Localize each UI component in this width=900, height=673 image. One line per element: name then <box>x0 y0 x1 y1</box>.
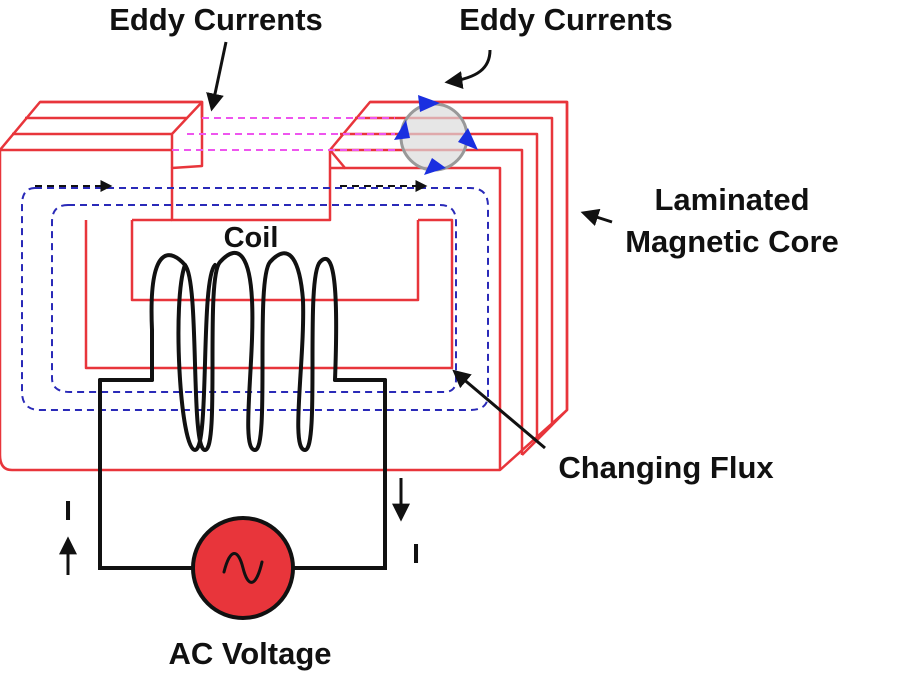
sine-wave-icon <box>222 552 264 584</box>
flux-paths <box>21 187 489 411</box>
laminated-label-line2: Magnetic Core <box>625 224 839 259</box>
changing-flux-label: Changing Flux <box>558 450 774 485</box>
laminated-label-line1: Laminated <box>654 182 809 217</box>
changing-flux-pointer <box>452 369 546 450</box>
coil-label: Coil <box>224 222 279 254</box>
eddy-arrow-icon <box>458 128 478 150</box>
ac-voltage-label: AC Voltage <box>168 636 331 671</box>
coil-winding <box>98 250 387 570</box>
current-arrows <box>59 478 410 575</box>
eddy-right-pointer <box>444 49 492 90</box>
leakage-flux-lines <box>172 117 395 151</box>
eddy-current-loop <box>394 95 478 175</box>
core-front-face <box>0 100 569 472</box>
current-label-right: I <box>412 538 420 569</box>
label-pointers <box>206 41 613 450</box>
current-label-left: I <box>64 495 72 526</box>
eddy-currents-label-left: Eddy Currents <box>109 2 323 37</box>
core-window <box>84 218 454 370</box>
laminated-core <box>0 100 569 472</box>
laminated-core-pointer <box>580 208 613 226</box>
eddy-arrow-icon <box>424 158 446 175</box>
eddy-arrow-icon <box>418 95 440 112</box>
eddy-left-pointer <box>206 41 228 112</box>
core-lamination-layers <box>12 100 569 456</box>
ac-voltage-source <box>191 516 295 620</box>
eddy-arrow-icon <box>394 120 410 140</box>
eddy-currents-label-right: Eddy Currents <box>459 2 673 37</box>
